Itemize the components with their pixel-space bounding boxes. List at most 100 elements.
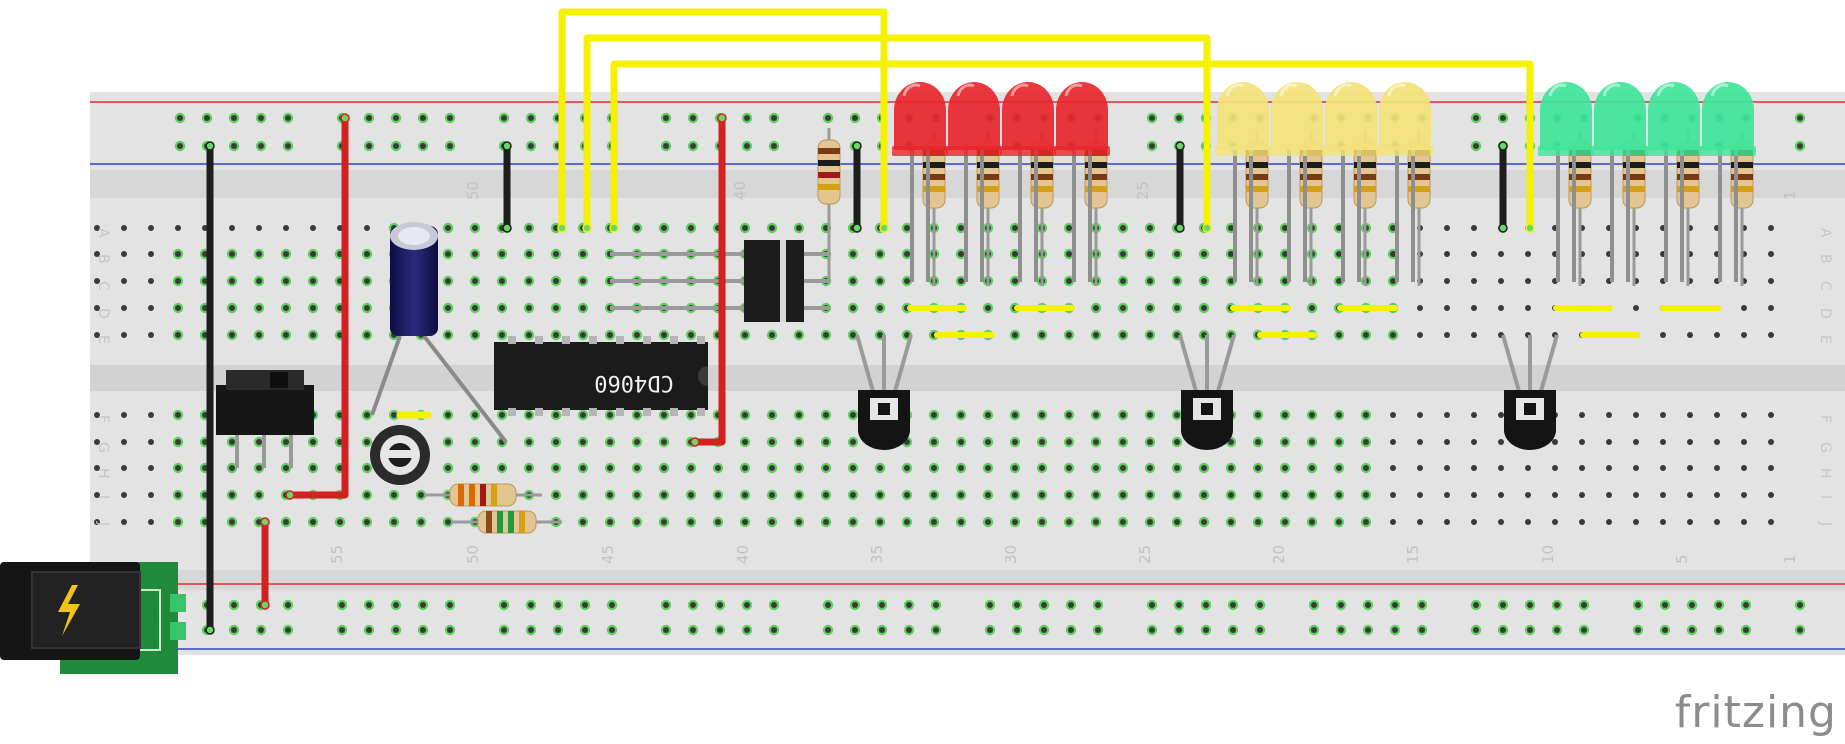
hole (904, 519, 910, 525)
hole (985, 439, 991, 445)
hole (607, 519, 613, 525)
hole (1093, 492, 1099, 498)
hole (742, 439, 748, 445)
hole (364, 278, 370, 284)
hole (148, 519, 154, 525)
hole (1201, 251, 1207, 257)
hole (1066, 439, 1072, 445)
resistor-band (1085, 162, 1107, 168)
rail-hole (1203, 602, 1209, 608)
hole (1282, 278, 1288, 284)
hole (445, 465, 451, 471)
hole (1336, 278, 1342, 284)
hole (1012, 439, 1018, 445)
hole (634, 519, 640, 525)
hole (1444, 519, 1450, 525)
hole (796, 412, 802, 418)
hole (526, 251, 532, 257)
hole (1120, 251, 1126, 257)
black-jumper-4-end (1498, 223, 1508, 233)
dc-jack-pin (170, 622, 186, 640)
rail-hole (717, 627, 723, 633)
column-number: 50 (464, 545, 482, 564)
hole (310, 439, 316, 445)
hole (985, 305, 991, 311)
hole (1201, 492, 1207, 498)
rail-hole (690, 143, 696, 149)
rail-hole (906, 602, 912, 608)
rail-hole (1041, 627, 1047, 633)
hole (1066, 412, 1072, 418)
resistor-band (923, 174, 945, 180)
black-jumper-4-end (1498, 141, 1508, 151)
hole (1147, 305, 1153, 311)
hole (148, 305, 154, 311)
rail-hole (690, 115, 696, 121)
resistor-band (458, 484, 464, 506)
center-channel (90, 365, 1845, 391)
hole (499, 465, 505, 471)
hole (877, 305, 883, 311)
hole (1147, 412, 1153, 418)
led-shine (1548, 83, 1567, 97)
hole (1228, 278, 1234, 284)
hole (391, 492, 397, 498)
slide-switch-body (216, 385, 314, 435)
hole (1444, 278, 1450, 284)
hole (229, 492, 235, 498)
hole (175, 492, 181, 498)
hole (1525, 305, 1531, 311)
hole (769, 492, 775, 498)
hole (1093, 412, 1099, 418)
resistor-band (1300, 174, 1322, 180)
hole (1390, 519, 1396, 525)
hole (526, 412, 532, 418)
ic-chip-notch (698, 366, 708, 386)
rail-hole (744, 115, 750, 121)
hole (1498, 439, 1504, 445)
hole (1471, 465, 1477, 471)
resistor-band (1623, 162, 1645, 168)
resistor-band (977, 174, 999, 180)
rail-hole (771, 115, 777, 121)
rail-hole (528, 115, 534, 121)
rail-divider-bottom (90, 570, 1845, 590)
rail-hole (1392, 602, 1398, 608)
hole (1471, 251, 1477, 257)
rail-hole (1473, 627, 1479, 633)
hole (958, 412, 964, 418)
column-number: 1 (1781, 554, 1799, 564)
hole (1471, 439, 1477, 445)
hole (364, 332, 370, 338)
hole (1336, 251, 1342, 257)
resistor-band (1408, 174, 1430, 180)
hole (1471, 412, 1477, 418)
rail-hole (447, 602, 453, 608)
column-number: 45 (599, 545, 617, 564)
row-label: C (95, 281, 111, 291)
rail-hole (231, 602, 237, 608)
resistor-band (977, 162, 999, 168)
led-dome (1648, 82, 1700, 150)
rail-hole (366, 143, 372, 149)
rail-hole (339, 627, 345, 633)
hole (1228, 251, 1234, 257)
led-dome (1594, 82, 1646, 150)
hole (1471, 519, 1477, 525)
resistor-band (1677, 186, 1699, 192)
diode-stripe (780, 267, 786, 295)
hole (445, 519, 451, 525)
hole (931, 412, 937, 418)
rail-hole (231, 627, 237, 633)
rail-hole (285, 143, 291, 149)
hole (1606, 412, 1612, 418)
row-label: C (1817, 281, 1833, 291)
hole (472, 465, 478, 471)
hole (1282, 465, 1288, 471)
hole (877, 332, 883, 338)
hole (553, 305, 559, 311)
yellow-jumper-2-end (582, 223, 592, 233)
rail-hole (1203, 627, 1209, 633)
hole (283, 519, 289, 525)
resistor-band (1031, 162, 1053, 168)
